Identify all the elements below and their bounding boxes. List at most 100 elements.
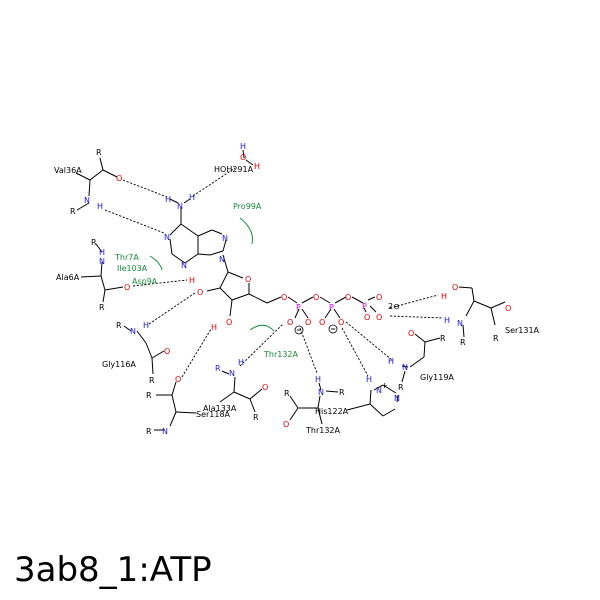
atom-r: R	[460, 338, 466, 347]
bond-lines	[75, 149, 506, 431]
atom-charge: 2⊖	[388, 302, 400, 311]
atom-n: N	[164, 233, 170, 242]
atom-r: R	[493, 334, 499, 343]
residue-ile103: Ile103A	[117, 264, 148, 273]
atom-n: N	[219, 255, 225, 264]
atom-h: H	[366, 375, 372, 384]
atom-n: N	[318, 388, 324, 397]
atom-labels: R O N H R H O H H N H N N N N O H O O H …	[70, 142, 511, 436]
atom-o: O	[376, 313, 382, 322]
hbond-ser131-og	[389, 294, 439, 309]
residue-hoh291: HOH291A	[214, 165, 254, 174]
atom-n: N	[130, 327, 136, 336]
atom-p: P	[296, 303, 301, 312]
hbond-val36-nh	[104, 209, 165, 234]
atom-n: N	[84, 196, 90, 205]
atom-r: R	[116, 321, 122, 330]
atom-o: O	[116, 174, 122, 183]
atom-n: N	[229, 369, 235, 378]
residue-ala133: Ala133A	[203, 404, 237, 413]
residue-gly116: Gly116A	[102, 360, 136, 369]
hbond-val36-o	[122, 179, 168, 198]
atom-o: O	[164, 347, 170, 356]
hbond-ribose-o2	[148, 292, 196, 325]
atom-r: R	[91, 238, 97, 247]
atom-o: O	[240, 153, 246, 162]
residue-ala6: Ala6A	[56, 273, 80, 282]
atom-o: O	[281, 293, 287, 302]
atom-o: O	[245, 275, 251, 284]
atom-o: O	[313, 293, 319, 302]
atom-o: O	[287, 318, 293, 327]
atom-o: O	[226, 318, 232, 327]
atom-r: R	[253, 413, 259, 422]
atom-o: O	[452, 283, 458, 292]
minus-charge-icon	[294, 325, 304, 335]
atom-n: N	[376, 386, 382, 395]
hydrophobic-arcs	[149, 217, 275, 332]
atom-h: H	[211, 323, 217, 332]
atom-p: P	[329, 303, 334, 312]
hbond-ser131-n	[389, 315, 444, 319]
atom-o: O	[283, 420, 289, 429]
atom-n: N	[177, 202, 183, 211]
atom-h: H	[441, 292, 447, 301]
atom-n: N	[99, 257, 105, 266]
hbond-hoh291	[192, 167, 236, 197]
atom-r: R	[215, 364, 221, 373]
hydrogen-bonds	[104, 167, 444, 378]
atom-o: O	[505, 304, 511, 313]
residue-thr132-arc: Thr132A	[263, 350, 299, 359]
hbond-thr132-n	[299, 327, 318, 374]
hydrophobic-arc-thr132	[249, 324, 275, 332]
residue-thr132: Thr132A	[305, 426, 341, 435]
atom-h: H	[165, 195, 171, 204]
atom-r: R	[339, 388, 345, 397]
hbond-gly119-n	[345, 321, 393, 361]
atom-r: R	[99, 303, 105, 312]
atom-plus: +	[381, 381, 388, 390]
hbond-ala133-n	[239, 323, 284, 367]
diagram-caption: 3ab8_1:ATP	[14, 550, 212, 590]
atom-o: O	[175, 375, 181, 384]
atom-h: H	[143, 321, 149, 330]
atom-r: R	[146, 391, 152, 400]
residue-pro99: Pro99A	[233, 202, 262, 211]
atom-o: O	[345, 293, 351, 302]
atom-h: H	[444, 316, 450, 325]
atom-o: O	[376, 293, 382, 302]
atom-r: R	[149, 376, 155, 385]
atom-h: H	[388, 357, 394, 366]
atom-h: H	[240, 142, 246, 151]
atom-r: R	[398, 383, 404, 392]
atom-n: N	[457, 319, 463, 328]
atom-n: N	[402, 363, 408, 372]
atom-p: P	[362, 302, 367, 311]
atom-h: H	[189, 276, 195, 285]
atom-o: O	[262, 383, 268, 392]
hydrophobic-arc-thr7	[149, 255, 163, 271]
atom-n: N	[162, 427, 168, 436]
residue-thr7: Thr7A	[114, 253, 139, 262]
atom-o: O	[197, 288, 203, 297]
atom-r: R	[96, 148, 102, 157]
atom-o: O	[338, 318, 344, 327]
atom-r: R	[70, 207, 76, 216]
residue-ser131: Ser131A	[505, 326, 540, 335]
atom-r: R	[284, 389, 290, 398]
atom-o: O	[319, 318, 325, 327]
residue-his122: His122A	[315, 407, 349, 416]
atom-o: O	[305, 318, 311, 327]
residue-gly119: Gly119A	[420, 373, 454, 382]
atom-r: R	[440, 334, 446, 343]
atom-r: R	[146, 427, 152, 436]
atom-h: H	[189, 193, 195, 202]
atom-n: N	[181, 261, 187, 270]
residue-labels: Val36A HOH291A Pro99A Thr7A Ile103A Asp9…	[54, 165, 540, 435]
atom-n: N	[222, 234, 228, 243]
atom-o: O	[124, 283, 130, 292]
residue-val36: Val36A	[54, 166, 82, 175]
residue-asp9: Asp9A	[132, 277, 158, 286]
atom-h: H	[99, 248, 105, 257]
